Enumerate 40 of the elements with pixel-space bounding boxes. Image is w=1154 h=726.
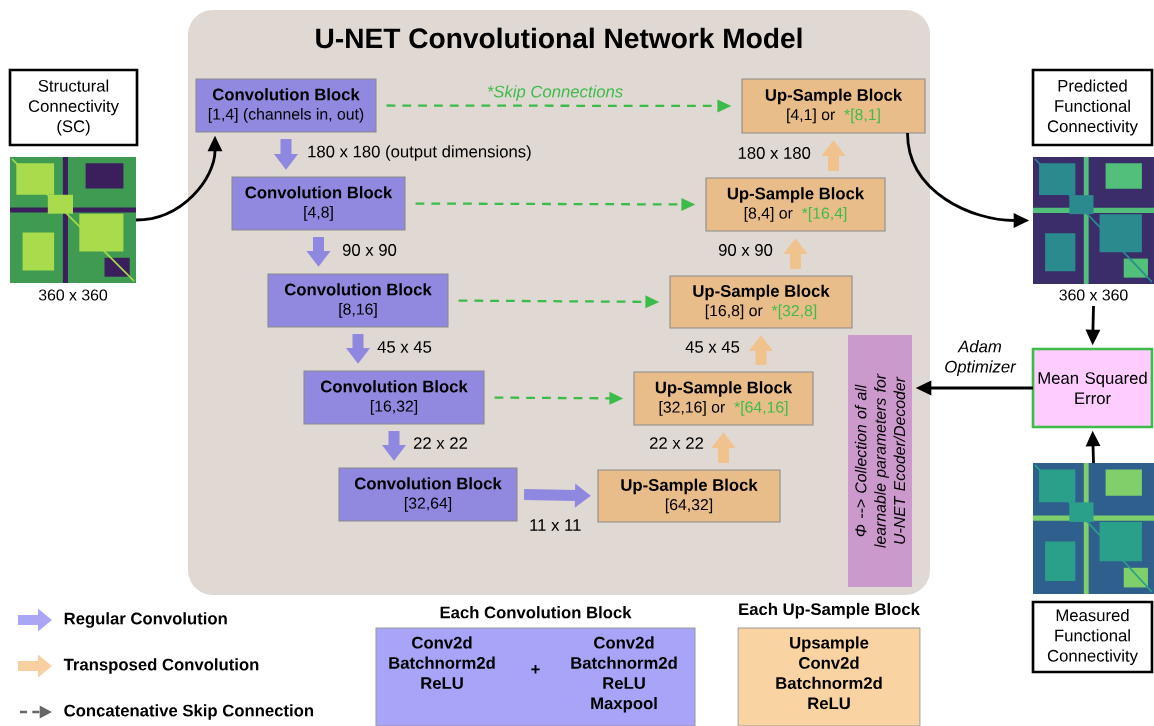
upsample-block: Up-Sample Block [8,4] or *[16,4] (705, 177, 886, 232)
parameter-box: Φ --> Collection of all learnable parameters for U-NET Ecoder/Decoder (848, 335, 912, 587)
edge-label: 90 x 90 (718, 244, 773, 256)
edge-label: 180 x 180 (output dimensions) (308, 145, 531, 161)
edge-label: 90 x 90 (342, 244, 397, 256)
convolution-block: Convolution Block [4,8] (231, 176, 406, 231)
label-box: Measured Functional Connectivity (1031, 600, 1154, 674)
upsample-block: Up-Sample Block [16,8] or *[32,8] (669, 275, 853, 329)
layer-list-box: Conv2d Batchnorm2d ReLU + Conv2d Batchnorm2d ReLU Maxpool (375, 627, 696, 726)
convolution-block: Convolution Block [8,16] (267, 273, 449, 328)
node-label: Conv2d Batchnorm2d ReLU Maxpool (571, 636, 677, 713)
legend-text: Transposed Convolution (63, 658, 259, 674)
label-box: Structural Connectivity (SC) (8, 68, 139, 147)
edge-label: 180 x 180 (738, 147, 811, 159)
panel-title: U-NET Convolutional Network Model (316, 27, 802, 49)
loss-box: Mean Squared Error (1031, 347, 1154, 429)
size-label: 360 x 360 (38, 289, 108, 301)
convolution-block: Convolution Block [16,32] (303, 370, 485, 425)
size-label: 360 x 360 (1059, 289, 1128, 301)
edge-label: 45 x 45 (377, 341, 432, 353)
edge-label: Adam Optimizer (945, 340, 1017, 376)
picture (1033, 463, 1154, 594)
convolution-block: Convolution Block [32,64] (338, 467, 518, 522)
block-heading: Each Up-Sample Block (739, 602, 920, 619)
label-box: Predicted Functional Connectivity (1031, 68, 1154, 147)
convolution-block: Convolution Block [1,4] (channels in, out) (195, 78, 377, 133)
upsample-block: Up-Sample Block [32,16] or *[64,16] (633, 371, 814, 426)
legend-text: Concatenative Skip Connection (64, 704, 314, 720)
upsample-block: Up-Sample Block [4,1] or *[8,1] (741, 78, 926, 134)
edge-label: 22 x 22 (413, 437, 468, 449)
layer-list-box: Upsample Conv2d Batchnorm2d ReLU (737, 627, 921, 726)
node-label: + (531, 665, 540, 674)
edge-label: 11 x 11 (530, 519, 581, 531)
node-label: Conv2d Batchnorm2d ReLU (389, 636, 495, 690)
upsample-block: Up-Sample Block [64,32] (597, 469, 781, 523)
edge-label: 22 x 22 (649, 437, 704, 449)
legend-text: Regular Convolution (64, 612, 227, 628)
edge-label: *Skip Connections (487, 85, 623, 101)
edge-label: 45 x 45 (685, 341, 740, 353)
block-heading: Each Convolution Block (440, 606, 632, 619)
